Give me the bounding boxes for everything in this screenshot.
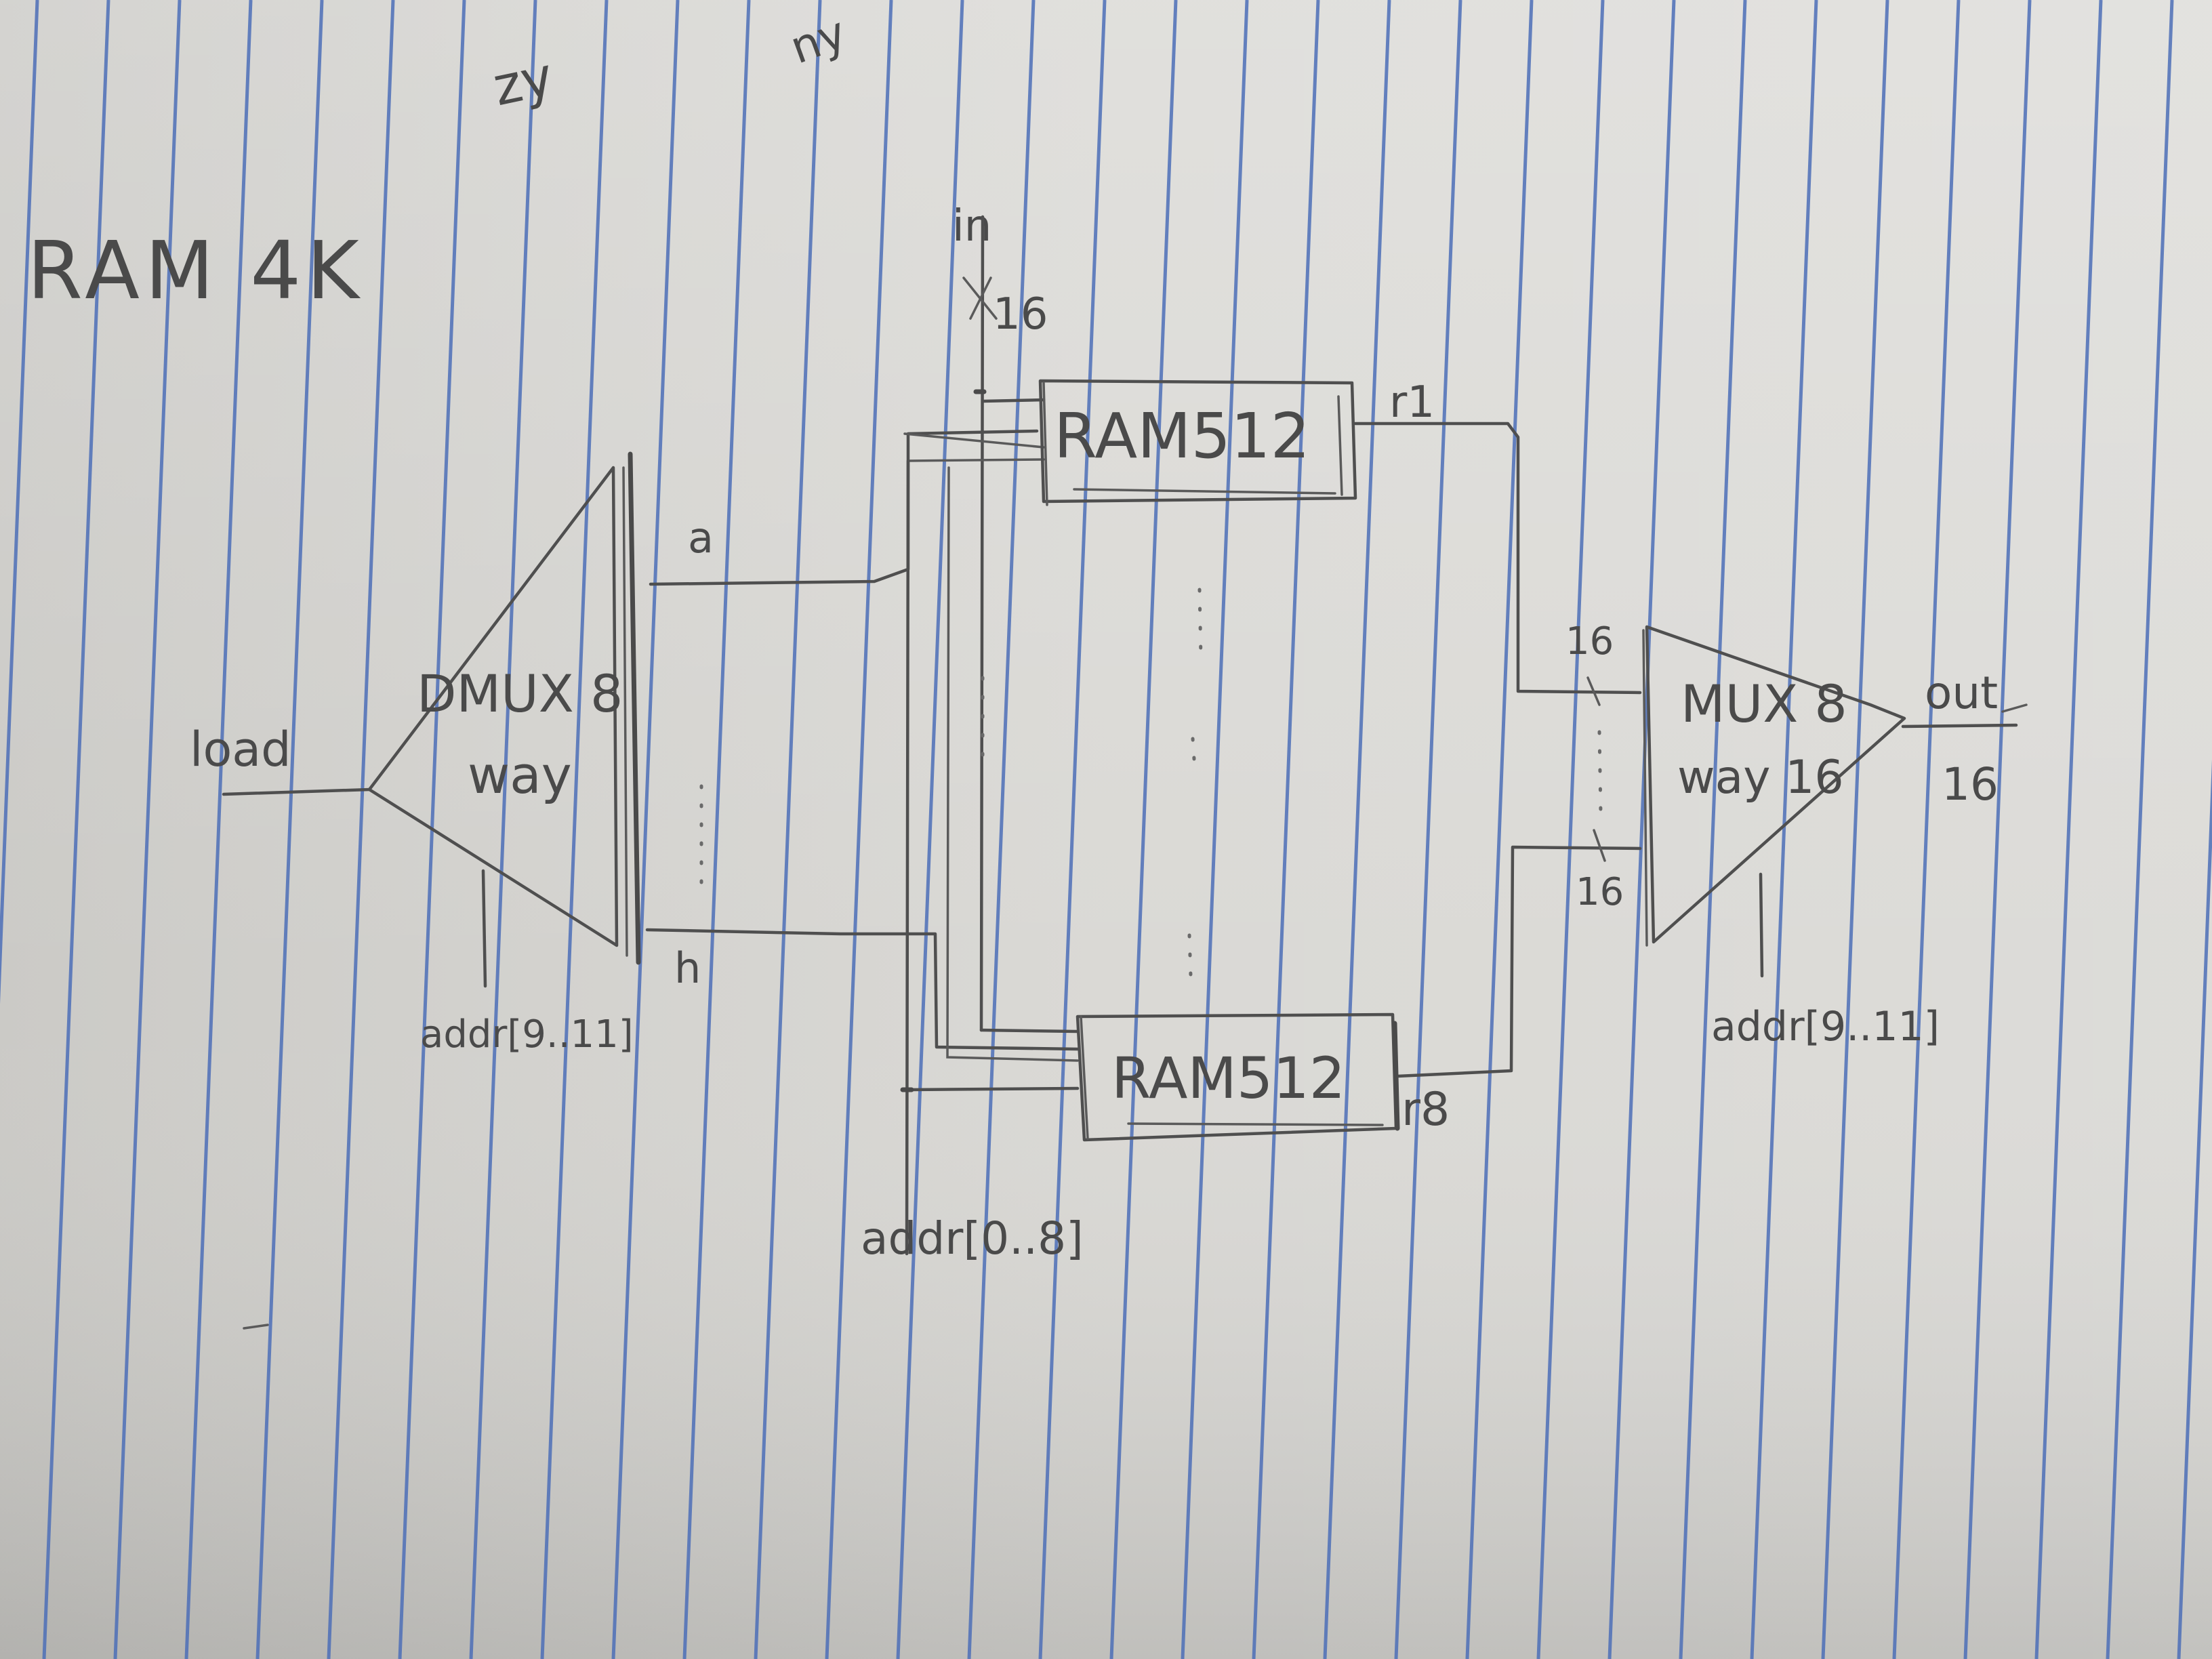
ruled-line [896,0,964,1659]
ruled-line [682,0,751,1659]
ruled-line [1679,0,1747,1659]
wiring [222,215,2028,1256]
dmux8way-gate: DMUX 8 way a h addr[9..11] [367,451,714,1057]
ruled-line [1323,0,1391,1659]
ruled-line [113,0,182,1659]
ruled-line [754,0,822,1659]
ruled-line [1892,0,1961,1659]
ruled-line [184,0,253,1659]
ruled-line [2106,0,2174,1659]
ruled-line [327,0,395,1659]
dmux-label-line1: DMUX 8 [417,663,623,724]
mux-top-input-width: 16 [1565,619,1614,663]
ruled-line [469,0,537,1659]
ruled-line [825,0,893,1659]
addr-low-label: addr[0..8] [861,1212,1084,1265]
ram512-top-output-label: r1 [1389,377,1435,428]
diagram-title: RAM 4K [27,224,365,317]
dmux-output-h-label: h [674,943,701,993]
input-label: in [952,201,991,251]
ruled-line [2034,0,2103,1659]
ruled-line [967,0,1036,1659]
dmux-output-a-label: a [688,513,714,562]
ruled-line [611,0,680,1659]
output-label: out [1925,667,1998,719]
ram512-bottom-output-label: r8 [1401,1083,1450,1136]
ruled-line [1750,0,1818,1659]
ruled-line [1109,0,1178,1659]
load-label: load [190,722,291,777]
ram512-bottom: RAM512 r8 [1076,1012,1450,1142]
ruled-line [1963,0,2032,1659]
mux-select-label: addr[9..11] [1711,1003,1940,1050]
ruled-line [42,0,110,1659]
stray-mark [243,1324,269,1330]
ruled-line [2177,759,2212,1659]
ram512-bottom-label: RAM512 [1111,1045,1345,1111]
ram512-top: RAM512 r1 [1038,377,1435,506]
ruled-line [1038,0,1107,1659]
dmux-select-label: addr[9..11] [420,1012,634,1057]
ruled-line [255,0,324,1659]
ruled-line [1821,0,1889,1659]
ruled-line [1536,0,1605,1659]
ruled-line [1181,0,1249,1659]
ram512-top-label: RAM512 [1054,400,1310,472]
ruled-line [1465,0,1534,1659]
output-width-label: 16 [1942,758,1999,811]
ruled-line [1252,0,1320,1659]
ruled-line [0,0,39,1004]
input-width-label: 16 [993,289,1048,340]
dmux-label-line2: way [468,745,572,805]
mux-label-line2: way 16 [1677,751,1844,804]
ruled-line [540,0,609,1659]
mux-label-line1: MUX 8 [1681,674,1847,734]
ruled-line [1394,0,1462,1659]
ruled-line [1607,0,1676,1659]
mux-bottom-input-width: 16 [1576,870,1624,914]
mux8way16-gate: MUX 8 way 16 16 16 addr[9..11] [1565,619,1940,1050]
scribble-zy: zy [488,46,558,118]
